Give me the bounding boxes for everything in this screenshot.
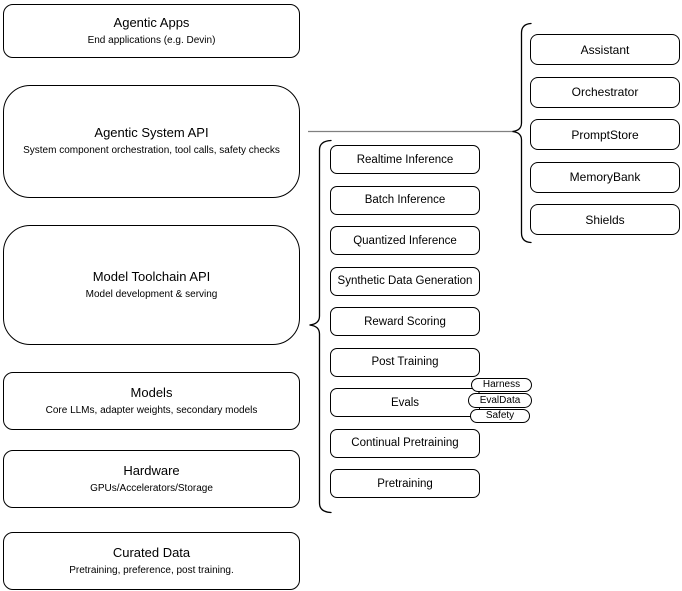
- node-hardware: Hardware GPUs/Accelerators/Storage: [3, 450, 300, 508]
- toolchain-node-pretraining: Pretraining: [330, 469, 480, 498]
- node-title: Hardware: [123, 462, 180, 478]
- system-components-brace: [512, 22, 532, 244]
- node-models: Models Core LLMs, adapter weights, secon…: [3, 372, 300, 430]
- system-node-memorybank: MemoryBank: [530, 161, 680, 193]
- node-curated-data: Curated Data Pretraining, preference, po…: [3, 532, 300, 590]
- node-subtitle: System component orchestration, tool cal…: [23, 145, 280, 157]
- toolchain-node-quantized-inference: Quantized Inference: [330, 226, 480, 255]
- system-node-shields: Shields: [530, 204, 680, 235]
- toolchain-node-realtime-inference: Realtime Inference: [330, 145, 480, 174]
- node-model-toolchain-api: Model Toolchain API Model development & …: [3, 225, 300, 345]
- node-subtitle: GPUs/Accelerators/Storage: [90, 482, 213, 494]
- toolchain-node-evals: Evals: [330, 388, 480, 417]
- node-subtitle: End applications (e.g. Devin): [87, 34, 216, 46]
- toolchain-node-synthetic-data-generation: Synthetic Data Generation: [330, 266, 480, 296]
- toolchain-node-continual-pretraining: Continual Pretraining: [330, 428, 480, 458]
- node-title: Curated Data: [112, 544, 191, 560]
- node-agentic-system-api: Agentic System API System component orch…: [3, 85, 300, 198]
- node-title: Model Toolchain API: [92, 268, 211, 284]
- node-agentic-apps: Agentic Apps End applications (e.g. Devi…: [3, 4, 300, 58]
- toolchain-node-batch-inference: Batch Inference: [330, 185, 480, 215]
- node-subtitle: Pretraining, preference, post training.: [69, 564, 234, 576]
- system-node-promptstore: PromptStore: [530, 119, 680, 150]
- eval-tag-evaldata: EvalData: [468, 393, 532, 408]
- system-node-assistant: Assistant: [530, 34, 680, 65]
- eval-tag-safety: Safety: [470, 409, 530, 423]
- node-title: Agentic System API: [94, 125, 209, 141]
- node-subtitle: Model development & serving: [85, 288, 218, 300]
- toolchain-node-reward-scoring: Reward Scoring: [330, 307, 480, 336]
- toolchain-brace: [309, 139, 332, 514]
- node-subtitle: Core LLMs, adapter weights, secondary mo…: [45, 404, 258, 416]
- toolchain-node-post-training: Post Training: [330, 347, 480, 377]
- system-node-orchestrator: Orchestrator: [530, 76, 680, 108]
- node-title: Agentic Apps: [113, 14, 190, 30]
- node-title: Models: [130, 384, 173, 400]
- eval-tag-harness: Harness: [471, 378, 532, 392]
